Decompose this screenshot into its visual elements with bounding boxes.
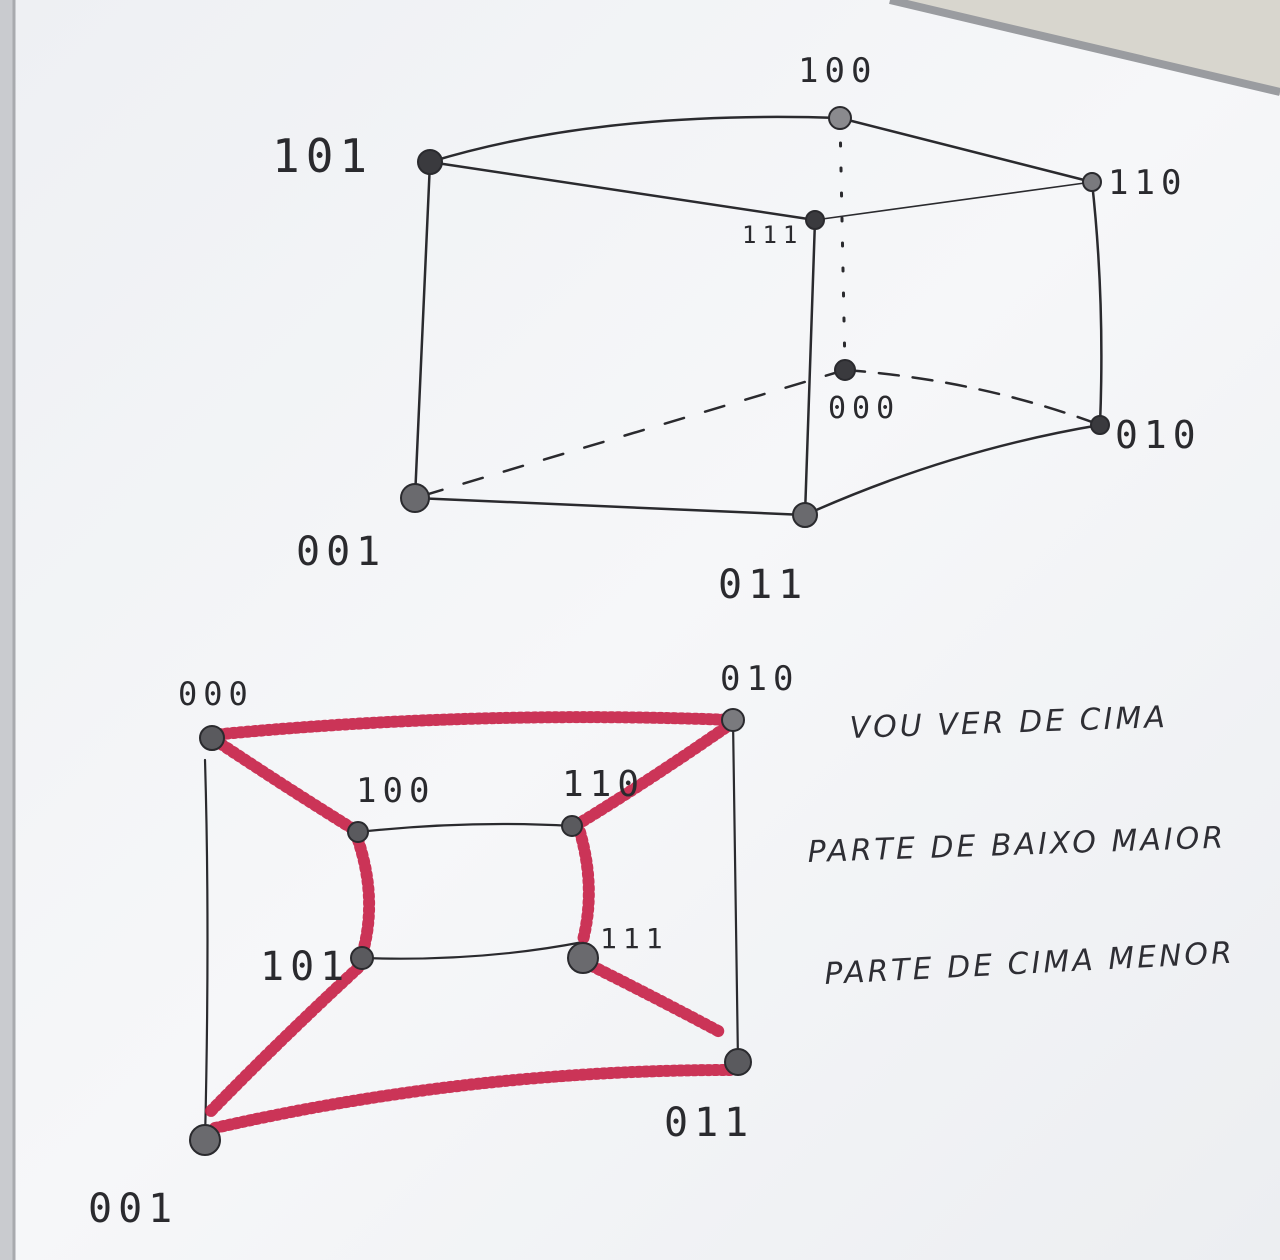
label-3d-110: 110 (1108, 163, 1187, 203)
edge-001-011 (413, 496, 807, 517)
label-3d-111: 111 (742, 221, 803, 249)
edge-101-100 (428, 115, 842, 164)
edge-111-011 (803, 218, 817, 517)
tv-spring-000-100 (209, 734, 364, 838)
edge-110-010 (1090, 180, 1103, 427)
node-111 (805, 210, 825, 230)
label-tv-111: 111 (600, 922, 669, 955)
label-3d-001: 001 (296, 529, 386, 575)
tv-edge-100-110 (356, 822, 574, 834)
label-3d-101: 101 (272, 129, 373, 183)
cube-3d (413, 115, 1103, 517)
edge-111-110 (814, 181, 1093, 221)
node-011 (792, 502, 818, 528)
tv-node-001 (189, 1124, 221, 1156)
tv-edge-010-011 (731, 718, 740, 1064)
tv-node-111 (567, 942, 599, 974)
cube-3d-labels: 101 100 110 111 000 010 001 011 (272, 51, 1202, 608)
label-tv-100: 100 (356, 771, 435, 811)
label-3d-010: 010 (1115, 413, 1202, 457)
tv-spring-101-001 (204, 962, 364, 1118)
cube-top-view-labels: 000 010 100 110 101 111 011 001 (88, 659, 799, 1232)
tv-spring-010-110 (569, 722, 731, 832)
tv-spring-100-101 (352, 834, 376, 961)
label-3d-011: 011 (718, 562, 808, 608)
label-tv-011: 011 (664, 1100, 754, 1146)
tv-node-101 (350, 946, 374, 970)
node-101 (417, 149, 443, 175)
board-frame-left (0, 0, 14, 1260)
edge-011-010 (803, 423, 1102, 517)
node-100 (828, 106, 852, 130)
label-tv-010: 010 (720, 659, 799, 699)
board-frame-top-edge (889, 0, 1280, 96)
tv-node-000 (199, 725, 225, 751)
tv-node-011 (724, 1048, 752, 1076)
edge-000-010-hidden (843, 368, 1102, 427)
label-tv-000: 000 (178, 675, 254, 713)
node-110 (1082, 172, 1102, 192)
edge-100-110 (838, 116, 1094, 184)
label-tv-001: 001 (88, 1186, 178, 1232)
label-3d-100: 100 (798, 51, 877, 91)
label-3d-000: 000 (828, 391, 900, 426)
node-001 (400, 483, 430, 513)
tv-node-100 (347, 821, 369, 843)
label-tv-101: 101 (260, 944, 350, 990)
node-010 (1090, 415, 1110, 435)
edge-000-001-hidden (413, 368, 847, 500)
cube-top-view-nodes (189, 708, 752, 1156)
node-000 (834, 359, 856, 381)
edge-101-111 (428, 160, 817, 222)
tv-node-010 (721, 708, 745, 732)
tv-edge-101-111 (360, 940, 585, 960)
tv-spring-110-111 (574, 826, 595, 946)
tv-node-110 (561, 815, 583, 837)
cube-3d-nodes (400, 106, 1110, 528)
edge-101-001 (413, 160, 432, 500)
label-tv-110: 110 (562, 764, 645, 805)
tv-edge-000-001 (203, 758, 209, 1142)
tv-spring-001-011 (209, 1064, 736, 1134)
tv-spring-111-011 (586, 960, 726, 1038)
edge-100-000-hidden (838, 116, 847, 372)
tv-spring-000-010 (206, 711, 739, 741)
cube-top-view (203, 711, 740, 1142)
